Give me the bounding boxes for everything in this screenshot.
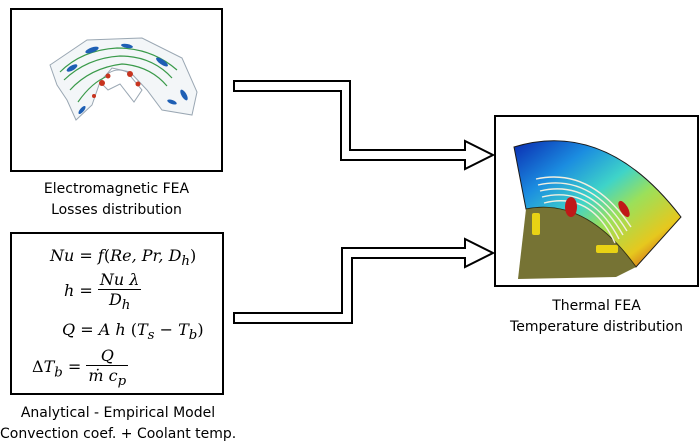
arrow-analytical-to-thermal — [233, 237, 496, 324]
electromagnetic-fea-panel — [10, 8, 223, 172]
em-caption: Electromagnetic FEA Losses distribution — [10, 179, 223, 221]
em-caption-line1: Electromagnetic FEA — [43, 181, 190, 197]
analytical-caption-line1: Analytical - Empirical Model — [20, 405, 216, 421]
analytical-caption: Analytical - Empirical Model Convection … — [0, 403, 236, 445]
equation-heat-flow: Q = A h (Ts − Tb) — [62, 320, 204, 344]
thermal-caption-line1: Thermal FEA — [552, 298, 641, 314]
thermal-caption-line2: Temperature distribution — [510, 319, 683, 335]
analytical-caption-line2: Convection coef. + Coolant temp. — [0, 426, 237, 442]
thermal-caption: Thermal FEA Temperature distribution — [494, 296, 699, 338]
equation-nusselt: Nu = f(Re, Pr, Dh) — [50, 246, 197, 270]
em-caption-line2: Losses distribution — [51, 202, 182, 218]
thermal-contour-plot-icon — [513, 140, 682, 279]
em-field-plot-icon — [49, 37, 198, 121]
arrow-em-to-thermal — [233, 80, 496, 171]
thermal-fea-panel — [494, 115, 699, 287]
